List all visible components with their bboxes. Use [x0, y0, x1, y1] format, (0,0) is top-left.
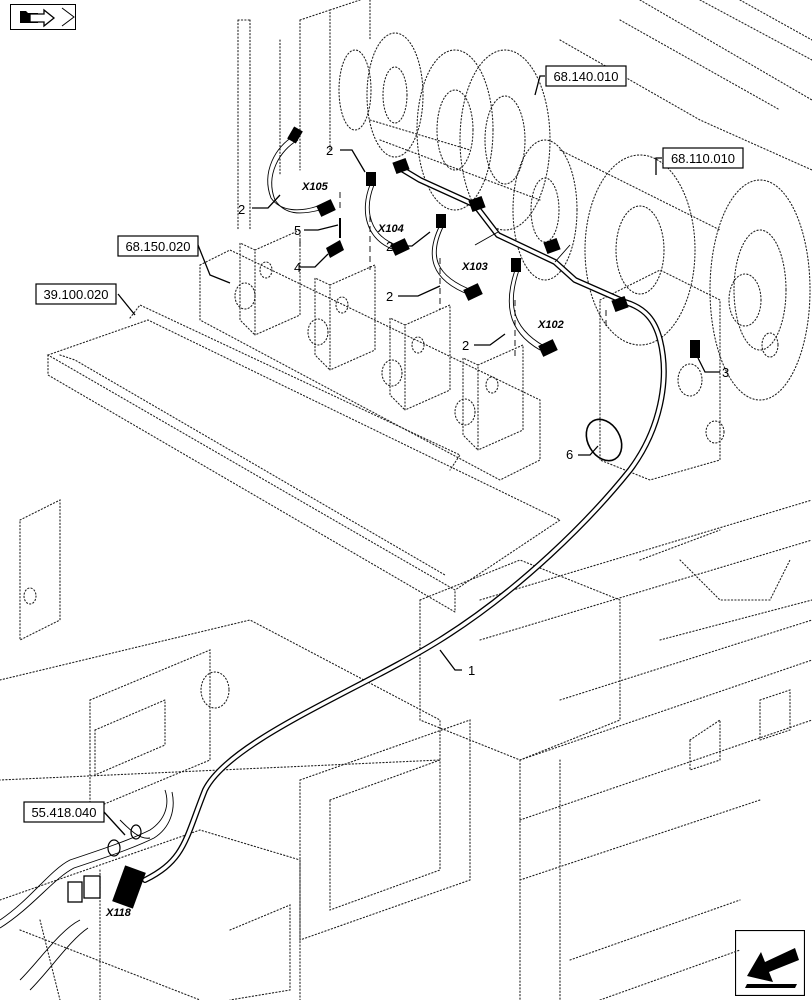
- ref-55-418-040-label: 55.418.040: [31, 805, 96, 820]
- ref-box-68-110-010[interactable]: 68.110.010: [662, 147, 744, 169]
- branch-wires: [267, 135, 571, 351]
- ref-box-68-150-020[interactable]: 68.150.020: [117, 235, 199, 257]
- connector-label-x103: X103: [461, 261, 488, 273]
- ref-68-110-010-label: 68.110.010: [671, 151, 735, 166]
- harness-connectors: [67, 126, 700, 909]
- callout-2-d: 2: [386, 289, 393, 304]
- callout-2-a: 2: [238, 202, 245, 217]
- connector-label-x105: X105: [301, 181, 329, 193]
- ref-39-100-020-label: 39.100.020: [43, 287, 108, 302]
- connector-label-x104: X104: [377, 223, 404, 235]
- callout-2-c: 2: [386, 239, 393, 254]
- callout-3: 3: [722, 365, 729, 380]
- back-arrow-icon: [735, 930, 805, 996]
- ref-68-140-010-label: 68.140.010: [553, 69, 618, 84]
- callout-2-b: 2: [326, 143, 333, 158]
- ref-box-55-418-040[interactable]: 55.418.040: [23, 801, 105, 823]
- callout-5: 5: [294, 223, 301, 238]
- ref-box-68-140-010[interactable]: 68.140.010: [545, 65, 627, 87]
- folder-arrow-icon: [10, 4, 76, 30]
- connector-label-x102: X102: [537, 319, 564, 331]
- main-harness: [142, 165, 667, 883]
- connector-label-x118: X118: [105, 907, 132, 919]
- leader-lines: [103, 75, 720, 836]
- callout-6: 6: [566, 447, 573, 462]
- callout-4: 4: [294, 260, 301, 275]
- ref-68-150-020-label: 68.150.020: [125, 239, 190, 254]
- ref-box-39-100-020[interactable]: 39.100.020: [35, 283, 117, 305]
- callout-2-e: 2: [462, 338, 469, 353]
- callout-1: 1: [468, 663, 475, 678]
- lower-harness: [0, 789, 174, 991]
- bottom-nav-button[interactable]: [735, 930, 805, 996]
- top-nav-button[interactable]: [10, 4, 76, 30]
